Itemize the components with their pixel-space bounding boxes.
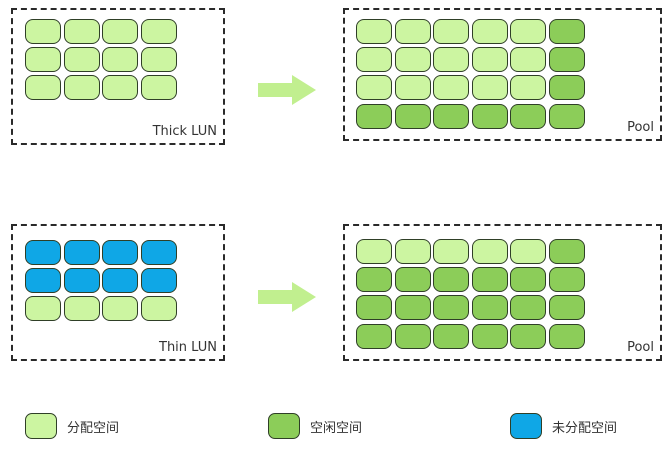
thick-lun-label: Thick LUN [152,124,217,139]
block-allocated [394,75,431,101]
block-allocated [140,75,177,101]
block-free [510,267,547,293]
block-free [471,323,508,349]
block-allocated [394,19,431,44]
block-free [394,267,431,293]
block-allocated [63,47,100,73]
block-allocated [471,19,508,44]
block-free [471,267,508,293]
block-allocated [25,19,61,44]
legend-label-free: 空闲空间 [310,420,363,436]
block-unallocated [25,240,61,265]
thick-pool-label: Pool [627,120,654,135]
block-allocated [102,47,139,73]
thin-lun-frame: Thin LUN [11,224,225,361]
block-free [471,103,508,129]
block-free [510,103,547,129]
block-free [394,323,431,349]
block-allocated [63,19,100,44]
thick-lun-frame: Thick LUN [11,8,225,145]
block-allocated [471,47,508,73]
block-allocated [433,47,470,73]
block-allocated [510,19,547,44]
block-allocated [102,75,139,101]
block-free [549,239,585,264]
thin-mapping-arrow [258,282,316,312]
block-unallocated [63,240,100,265]
block-allocated [25,75,61,101]
block-allocated [63,75,100,101]
block-allocated [356,239,392,264]
block-allocated [140,296,177,322]
block-allocated [140,19,177,44]
block-unallocated [140,240,177,265]
legend-item-free: 空闲空间 [268,413,362,439]
block-unallocated [102,268,139,294]
legend-swatch-unallocated [510,413,542,439]
block-free [549,295,585,321]
block-unallocated [102,240,139,265]
block-free [549,103,585,129]
block-free [549,19,585,44]
block-allocated [356,75,392,101]
block-allocated [63,296,100,322]
block-allocated [471,75,508,101]
block-free [510,323,547,349]
block-free [433,103,470,129]
block-allocated [140,47,177,73]
block-allocated [102,296,139,322]
block-allocated [356,47,392,73]
block-free [549,323,585,349]
block-allocated [510,47,547,73]
legend-label-unallocated: 未分配空间 [552,420,618,436]
thick-mapping-arrow [258,75,316,105]
legend-item-unallocated: 未分配空间 [510,413,617,439]
thin-pool-frame: Pool [343,224,662,361]
block-allocated [25,47,61,73]
block-unallocated [63,268,100,294]
block-free [394,295,431,321]
block-allocated [25,296,61,322]
block-free [549,47,585,73]
block-free [356,267,392,293]
block-free [433,323,470,349]
block-free [433,295,470,321]
block-free [356,103,392,129]
block-free [356,295,392,321]
block-allocated [356,19,392,44]
thin-pool-label: Pool [627,340,654,355]
thin-lun-label: Thin LUN [159,340,217,355]
legend-swatch-allocated [25,413,57,439]
thick-pool-frame: Pool [343,8,662,141]
block-unallocated [140,268,177,294]
block-free [510,295,547,321]
block-free [471,295,508,321]
block-allocated [510,75,547,101]
legend-label-allocated: 分配空间 [67,420,120,436]
block-free [549,75,585,101]
block-unallocated [25,268,61,294]
block-allocated [433,75,470,101]
block-allocated [433,19,470,44]
legend-swatch-free [268,413,300,439]
block-allocated [433,239,470,264]
block-free [356,323,392,349]
block-free [433,267,470,293]
block-allocated [471,239,508,264]
legend-item-allocated: 分配空间 [25,413,119,439]
block-allocated [102,19,139,44]
block-free [394,103,431,129]
block-allocated [394,239,431,264]
block-free [549,267,585,293]
block-allocated [394,47,431,73]
block-allocated [510,239,547,264]
